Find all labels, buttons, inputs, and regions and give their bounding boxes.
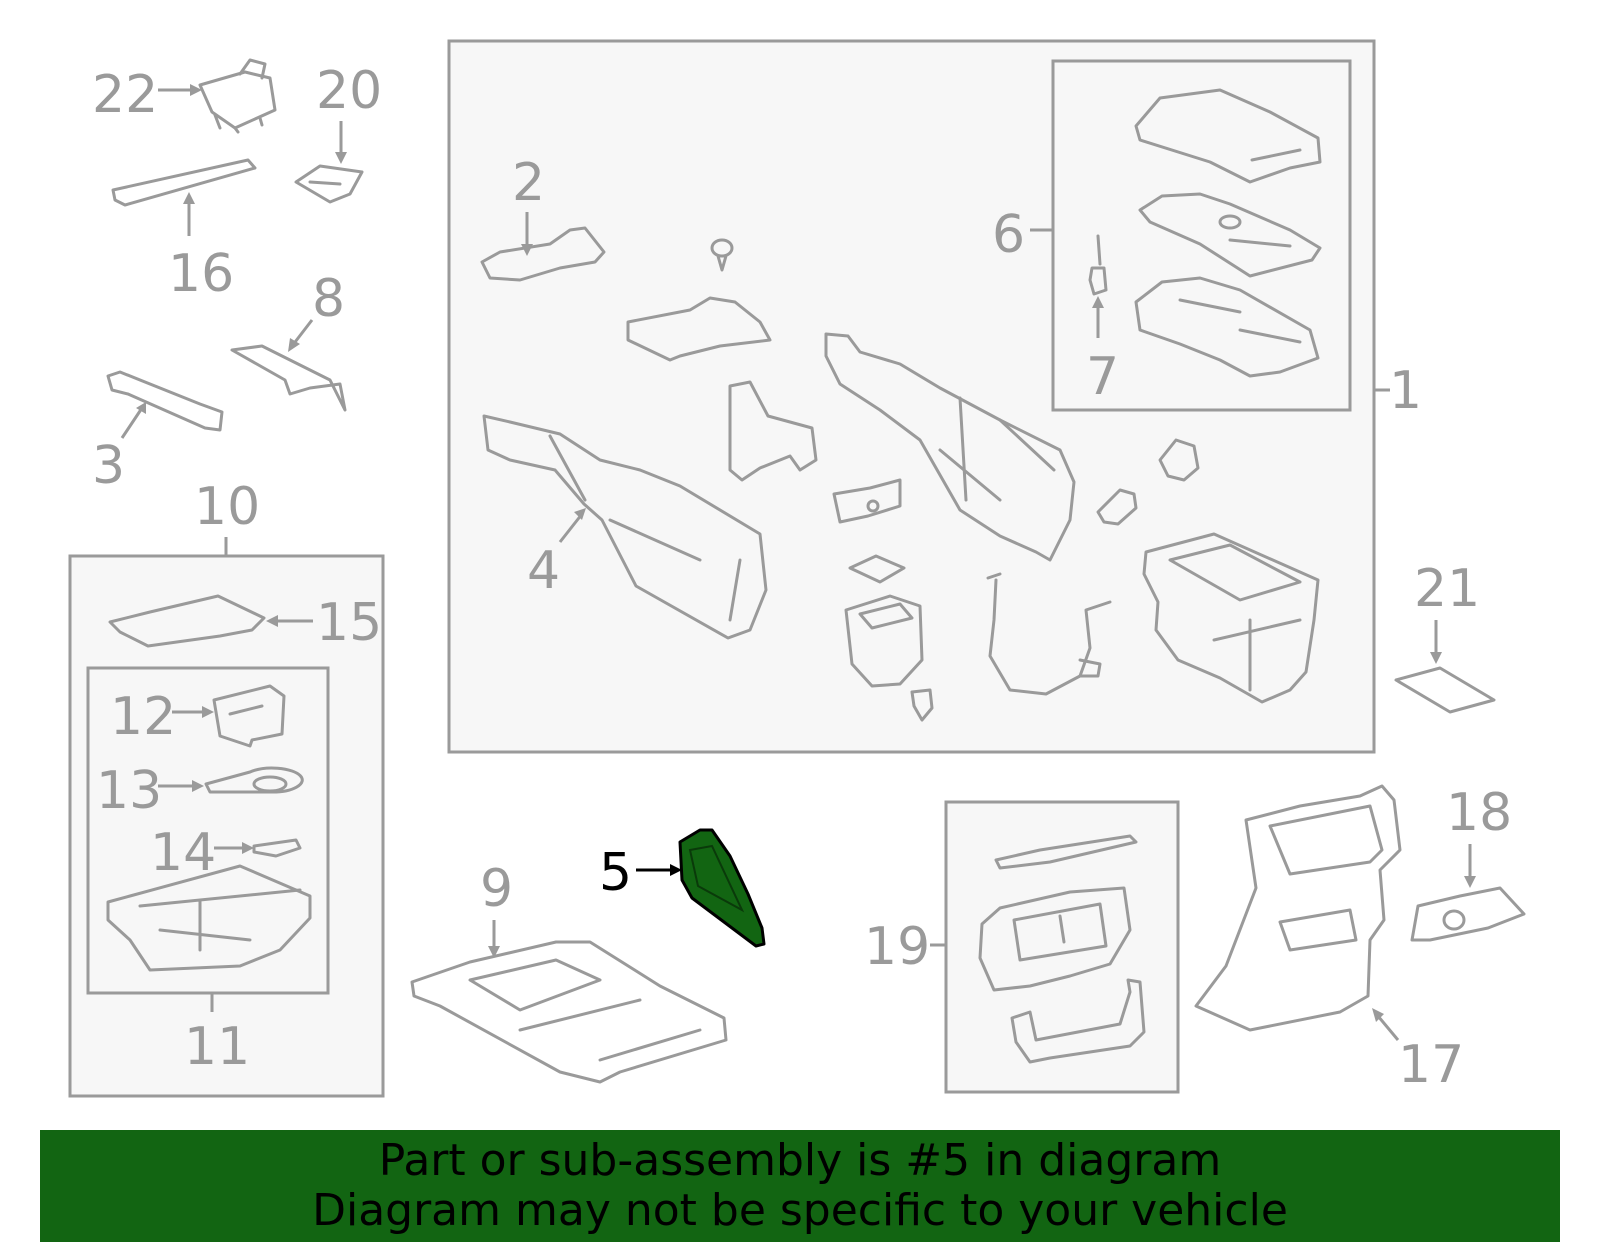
- callout-9: 9: [480, 859, 513, 919]
- info-banner: Part or sub-assembly is #5 in diagram Di…: [40, 1130, 1560, 1242]
- part-13-ring: [204, 766, 304, 794]
- callout-1: 1: [1389, 361, 1422, 421]
- callout-14: 14: [150, 823, 216, 883]
- callout-21: 21: [1414, 559, 1480, 619]
- callout-13: 13: [96, 761, 162, 821]
- armrest-lid: [1134, 88, 1322, 184]
- grommet: [848, 554, 906, 584]
- lid-inner-panel: [1138, 192, 1322, 278]
- cupholder-box: [844, 594, 924, 688]
- console-bin: [1142, 532, 1320, 704]
- bulb-socket: [1096, 488, 1138, 526]
- upper-bracket: [626, 296, 772, 362]
- callout-5: 5: [599, 843, 632, 903]
- part-2-bracket: [480, 226, 606, 282]
- callout-6: 6: [992, 205, 1025, 265]
- callout-17: 17: [1398, 1035, 1464, 1095]
- callout-3: 3: [92, 436, 125, 496]
- part-8: [230, 344, 347, 412]
- lid-base: [1134, 276, 1320, 378]
- part-19-bezel: [1010, 978, 1146, 1064]
- callout-19: 19: [864, 917, 930, 977]
- part-9-tray: [410, 940, 728, 1084]
- part-19-switch-panel: [978, 886, 1132, 992]
- part-20: [294, 164, 364, 204]
- part-15-mat: [108, 594, 266, 648]
- part-18-switch: [1410, 886, 1526, 942]
- callout-4: 4: [527, 541, 560, 601]
- part-7-plunger: [1088, 234, 1108, 296]
- banner-line-1: Part or sub-assembly is #5 in diagram: [378, 1135, 1222, 1186]
- small-bracket: [832, 478, 902, 524]
- callout-11: 11: [184, 1017, 250, 1077]
- part-12-bracket: [212, 684, 286, 748]
- callout-2: 2: [512, 153, 545, 213]
- clip: [710, 238, 734, 272]
- banner-line-2: Diagram may not be specific to your vehi…: [312, 1185, 1288, 1236]
- callout-20: 20: [316, 61, 382, 121]
- part-14-clip: [252, 838, 302, 858]
- part-16-strip: [111, 158, 257, 207]
- center-bracket: [728, 380, 818, 482]
- callout-12: 12: [110, 687, 176, 747]
- callout-15: 15: [316, 593, 382, 653]
- part-22-shift-knob: [198, 58, 277, 134]
- part-11-tray: [106, 864, 312, 972]
- part-3: [106, 370, 224, 432]
- callout-10: 10: [194, 477, 260, 537]
- callout-16: 16: [168, 244, 234, 304]
- console-frame: [824, 332, 1076, 562]
- part-17-rear-panel: [1194, 784, 1402, 1032]
- part-5-highlighted-panel: [678, 828, 766, 948]
- callout-8: 8: [312, 269, 345, 329]
- wire-harness: [988, 578, 1112, 696]
- part-19-trim-strip: [994, 834, 1138, 870]
- small-clip: [910, 688, 934, 722]
- group-box-19: [944, 800, 1180, 1094]
- cap: [1158, 438, 1200, 482]
- callout-7: 7: [1086, 347, 1119, 407]
- callout-22: 22: [92, 65, 158, 125]
- part-4-side-panel: [482, 414, 768, 640]
- leader-lines: [120, 84, 1476, 1041]
- part-21-pad: [1394, 666, 1496, 714]
- callout-18: 18: [1446, 783, 1512, 843]
